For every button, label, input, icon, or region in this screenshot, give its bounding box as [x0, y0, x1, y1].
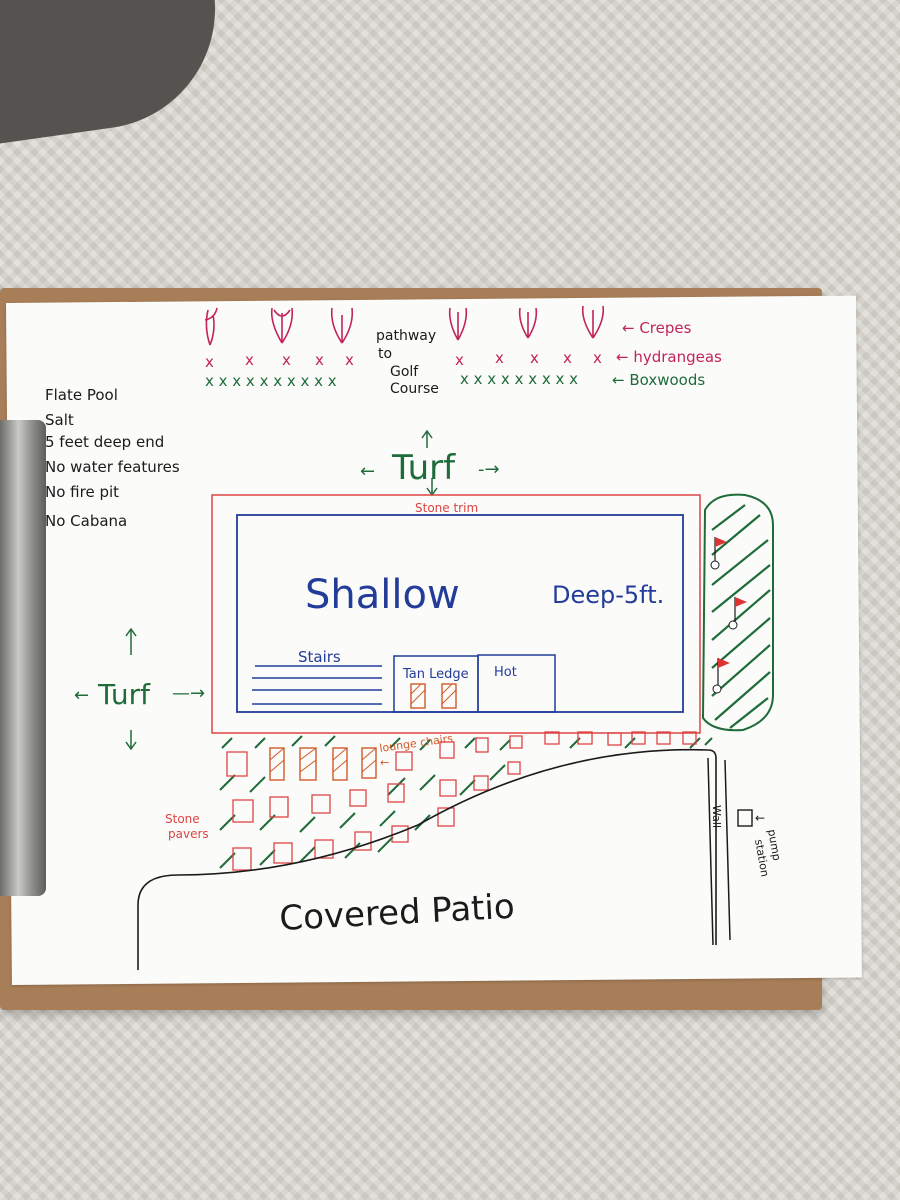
stone-pavers-label-2: pavers	[168, 827, 209, 841]
boxwood-row: x x x x x x x x x x x x x x x x x x x	[205, 370, 578, 390]
svg-text:x: x	[455, 351, 464, 369]
crepe-tree-icon	[204, 307, 218, 346]
clipboard-clip	[0, 420, 46, 896]
hot-tub	[477, 654, 556, 713]
crepes-label: ← Crepes	[622, 319, 692, 337]
golf-flag-icon	[710, 537, 727, 570]
svg-text:x: x	[563, 349, 572, 367]
note-item: 5 feet deep end	[45, 433, 164, 451]
pathway-label: pathway to Golf Course	[376, 328, 439, 397]
lounge-chairs-label: lounge chairs	[379, 732, 454, 755]
tan-ledge-label: Tan Ledge	[402, 667, 469, 682]
pump-station-label-2: station	[752, 838, 771, 878]
pathway-line-3: Golf	[390, 364, 419, 380]
pathway-line-1: pathway	[376, 328, 436, 344]
shallow-label: Shallow	[305, 572, 460, 618]
svg-text:x: x	[282, 351, 291, 369]
crepe-tree-icon	[448, 307, 468, 341]
note-item: Flate Pool	[45, 386, 118, 404]
pool: Shallow Deep-5ft. Stairs Tan Ledge Hot	[236, 514, 684, 713]
svg-text:←: ←	[755, 811, 765, 825]
svg-text:—→: —→	[172, 683, 205, 704]
svg-text:x: x	[495, 349, 504, 367]
svg-text:x: x	[315, 351, 324, 369]
pathway-line-4: Course	[390, 381, 439, 397]
crepe-tree-icon	[330, 307, 354, 344]
crepe-tree-icon	[581, 305, 605, 339]
svg-text:x: x	[205, 353, 214, 371]
stairs-lines	[252, 665, 382, 705]
paver-area: lounge chairs ←	[219, 731, 713, 871]
covered-patio-outline	[137, 748, 717, 970]
golf-flag-icon	[728, 597, 747, 630]
note-item: No Cabana	[45, 512, 127, 530]
hot-tub-label: Hot	[494, 665, 517, 680]
svg-text:x: x	[245, 351, 254, 369]
hydrangeas-label: ← hydrangeas	[616, 348, 722, 366]
notes-list: Flate Pool Salt 5 feet deep end No water…	[45, 386, 180, 530]
golf-flag-icon	[712, 658, 730, 694]
lounge-chairs	[269, 747, 377, 781]
putting-green	[701, 493, 774, 732]
svg-text:←: ←	[360, 461, 375, 482]
svg-text:←: ←	[74, 685, 89, 706]
note-item: No fire pit	[45, 483, 119, 501]
ledge-chair	[441, 683, 457, 709]
svg-text:x: x	[530, 349, 539, 367]
stone-trim-outline	[211, 494, 701, 734]
svg-text:x x x x x x x x x: x x x x x x x x x	[460, 370, 578, 388]
deep-end-label: Deep-5ft.	[552, 581, 664, 609]
wall-label: Wall	[710, 805, 723, 828]
ledge-chair	[410, 683, 426, 709]
note-item: No water features	[45, 458, 180, 476]
stone-pavers-label-1: Stone	[165, 812, 200, 826]
crepe-tree-icon	[518, 307, 538, 339]
tanning-ledge	[393, 655, 479, 713]
pump-station-box	[737, 809, 753, 827]
turf-left-label: Turf	[97, 678, 151, 711]
turf-left: ← Turf —→	[74, 627, 205, 751]
covered-patio-label: Covered Patio	[278, 887, 515, 939]
wall: Wall	[707, 757, 731, 946]
crepe-tree-icon	[270, 307, 294, 344]
svg-text:x: x	[593, 349, 602, 367]
crepe-trees	[204, 305, 605, 346]
boxwoods-label: ← Boxwoods	[612, 371, 705, 389]
pathway-line-2: to	[378, 346, 392, 362]
turf-top-label: Turf	[391, 448, 456, 488]
svg-text:x x x x x x x x x x: x x x x x x x x x x	[205, 372, 337, 390]
stairs-label: Stairs	[298, 648, 341, 666]
pump-station-label-1: pump	[765, 828, 783, 861]
note-item: Salt	[45, 411, 74, 429]
svg-text:-→: -→	[478, 459, 500, 480]
turf-top: ← Turf -→	[360, 429, 500, 497]
stone-trim-label: Stone trim	[415, 501, 478, 515]
svg-text:x: x	[345, 351, 354, 369]
stone-pavers	[226, 731, 697, 871]
svg-text:←: ←	[380, 756, 389, 769]
